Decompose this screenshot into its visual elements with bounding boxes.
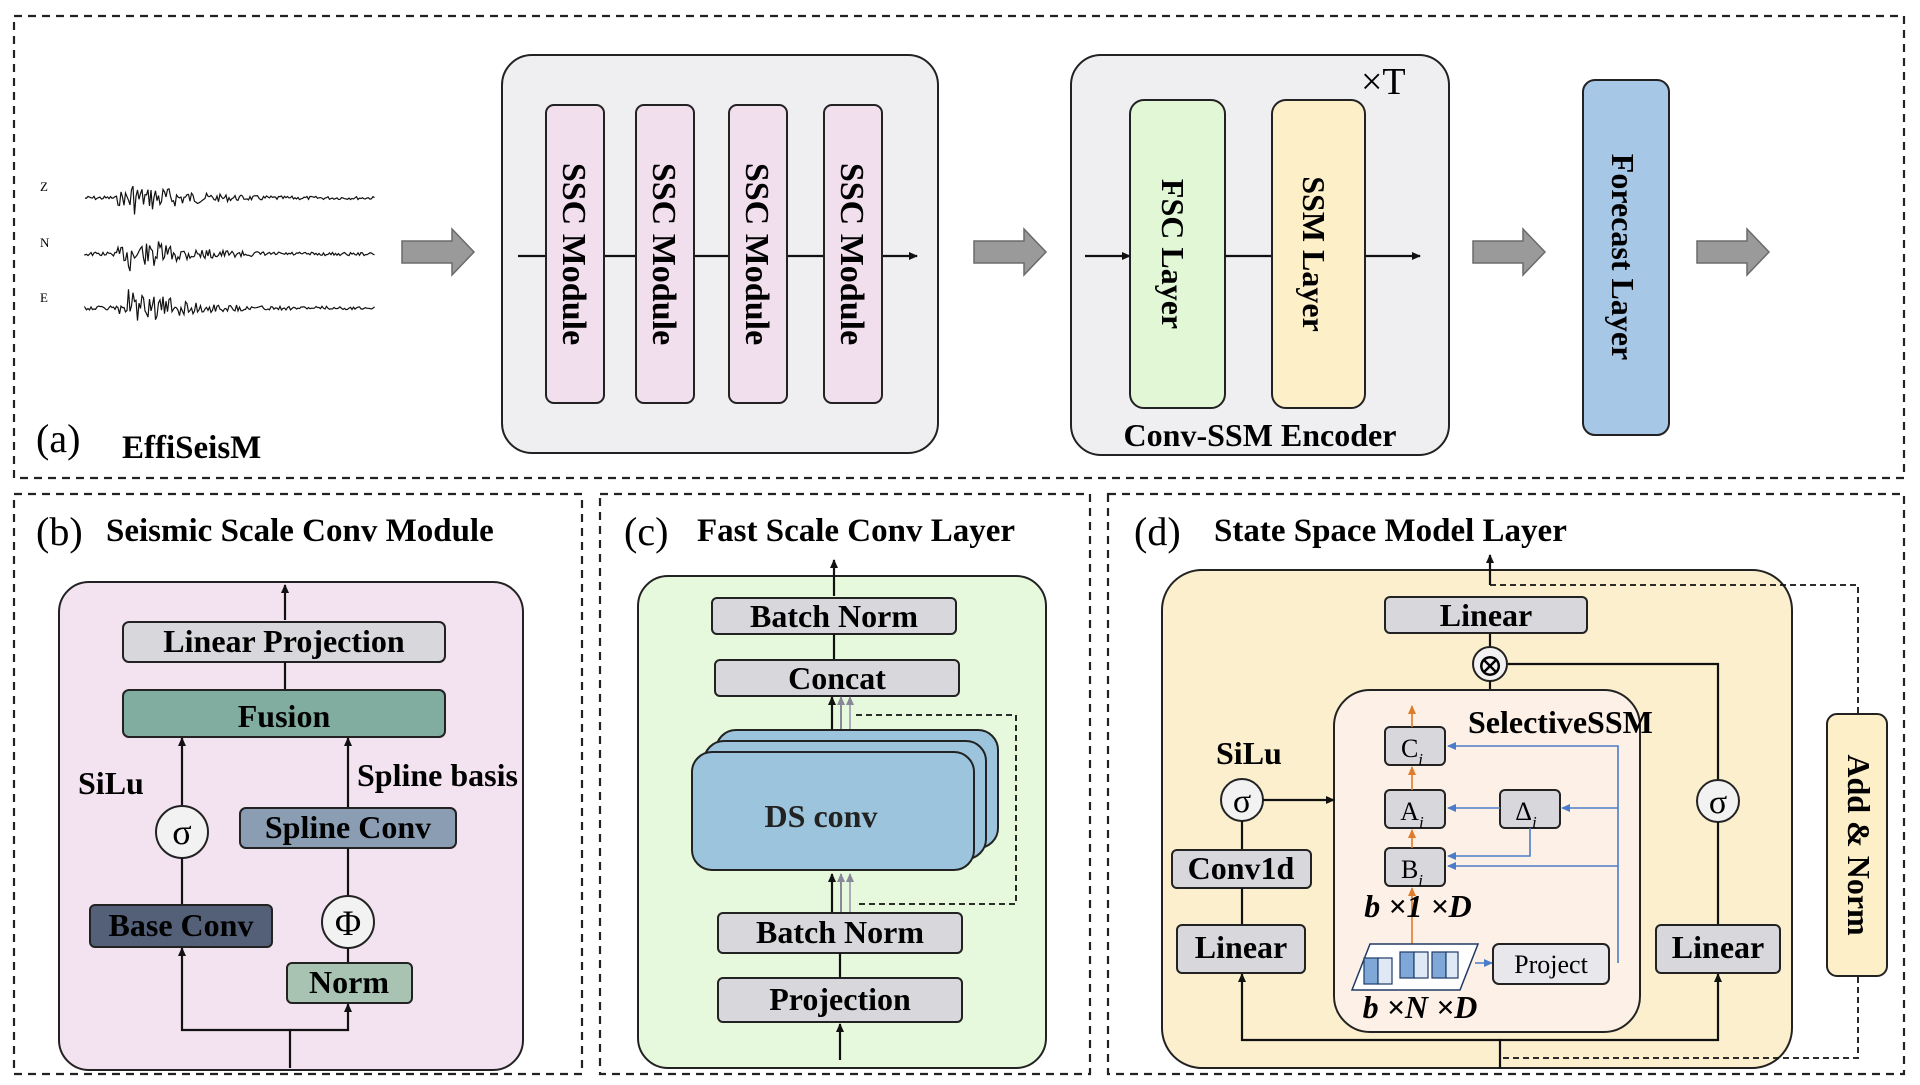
ssc-module-label-3: SSC Module: [738, 163, 775, 345]
ssc-module-label-1: SSC Module: [555, 163, 592, 345]
b-i-label: Bi: [1401, 855, 1423, 890]
linear-right-label: Linear: [1672, 929, 1764, 965]
c-i-label: Ci: [1401, 734, 1423, 769]
input-to-linear-left: [1238, 973, 1502, 1068]
gate-to-mult: [1508, 662, 1720, 780]
linear-left-label: Linear: [1195, 929, 1287, 965]
fusion-box: [122, 689, 446, 738]
skip-connection: [856, 714, 1017, 905]
fusion-label: Fusion: [238, 698, 331, 734]
panel-b-letter: (b): [36, 509, 83, 554]
project-box: [1492, 943, 1610, 985]
ssc-module-label-2: SSC Module: [645, 163, 682, 345]
linear-projection-label: Linear Projection: [163, 623, 405, 659]
panel-b-border: [12, 492, 584, 1076]
add-norm-box: [1826, 713, 1888, 977]
linear-top-box: [1384, 596, 1588, 634]
panel-d: (d) State Space Model Layer Linear ⊗ Sel…: [1106, 492, 1906, 1076]
repeat-label: ×T: [1361, 61, 1406, 103]
spline-basis-label: Spline basis: [357, 757, 518, 793]
ssm-layer-label: SSM Layer: [1296, 176, 1332, 332]
panel-d-border: [1106, 492, 1906, 1076]
a-i-label: Ai: [1400, 797, 1424, 832]
seismogram: Z N E: [40, 179, 375, 321]
ssc-module-label-4: SSC Module: [833, 163, 870, 345]
flow-arrow-3: [1472, 227, 1547, 277]
panel-a-letter: (a): [36, 416, 80, 461]
delta-i-label: Δi: [1515, 797, 1537, 832]
channel-z-label: Z: [40, 179, 48, 194]
base-conv-label: Base Conv: [109, 907, 254, 943]
flow-arrow-2: [973, 227, 1048, 277]
add-norm-label: Add & Norm: [1841, 754, 1877, 936]
ssc-module-box-4: [823, 104, 883, 404]
ssc-module-box-1: [545, 104, 605, 404]
panel-a-border: [12, 14, 1906, 480]
forecast-layer-box: [1582, 79, 1670, 436]
input-to-baseconv: [178, 947, 292, 1068]
ssc-modules: SSC Module SSC Module SSC Module SSC Module: [545, 104, 883, 404]
channel-n-label: N: [40, 235, 50, 250]
ssc-module-box-2: [635, 104, 695, 404]
sigma-symbol-right: σ: [1709, 784, 1727, 821]
forecast-layer-label: Forecast Layer: [1605, 154, 1641, 360]
a-i-box: [1384, 789, 1446, 829]
panel-c: (c) Fast Scale Conv Layer Batch Norm Con…: [598, 492, 1092, 1076]
panel-b-title: Seismic Scale Conv Module: [106, 513, 494, 549]
selective-ssm-label: SelectiveSSM: [1468, 704, 1653, 740]
conv1d-label: Conv1d: [1188, 850, 1295, 886]
flow-arrows: [401, 227, 1771, 277]
ssc-module-box-3: [728, 104, 788, 404]
dim-n-label: b ×N ×D: [1363, 989, 1478, 1025]
panel-c-title: Fast Scale Conv Layer: [697, 513, 1015, 549]
ssm-layer-box: [1271, 99, 1366, 409]
multiply-symbol: ⊗: [1477, 647, 1504, 683]
spline-conv-label: Spline Conv: [265, 809, 431, 845]
panel-a-title: EffiSeisM: [122, 430, 261, 466]
batch-norm-bottom-label: Batch Norm: [756, 914, 924, 950]
silu-label: SiLu: [78, 765, 144, 801]
proj-to-c: [1447, 742, 1619, 963]
waveform-e: [84, 289, 375, 321]
input-to-linear-right: [1500, 973, 1722, 1042]
delta-to-b: [1447, 828, 1531, 860]
ds-conv-label: DS conv: [765, 798, 878, 834]
encoder-label: Conv-SSM Encoder: [1124, 417, 1397, 453]
sigma-symbol: σ: [172, 812, 191, 852]
b-i-box: [1384, 847, 1446, 887]
fsc-layer-label: FSC Layer: [1155, 179, 1191, 329]
ds-conv-box: [691, 751, 975, 871]
tensor-icon: [1350, 943, 1480, 991]
waveform-z: [84, 185, 375, 215]
flow-arrow-4: [1696, 227, 1771, 277]
batch-norm-top-label: Batch Norm: [750, 598, 918, 634]
input-to-norm: [290, 1003, 352, 1032]
panel-d-letter: (d): [1134, 509, 1181, 554]
concat-label: Concat: [788, 660, 886, 696]
flow-arrow-1: [401, 227, 476, 277]
fsc-layer-box: [1129, 99, 1226, 409]
channel-e-label: E: [40, 290, 48, 305]
projection-box: [717, 977, 963, 1023]
panel-c-border: [598, 492, 1092, 1076]
waveform-n: [84, 241, 375, 272]
silu-label-d: SiLu: [1216, 735, 1282, 771]
projection-label: Projection: [769, 981, 911, 1017]
panel-b: (b) Seismic Scale Conv Module Linear Pro…: [12, 492, 584, 1076]
linear-top-label: Linear: [1440, 597, 1532, 633]
project-label: Project: [1514, 950, 1588, 979]
sigma-symbol-left: σ: [1233, 783, 1251, 820]
panel-d-title: State Space Model Layer: [1214, 513, 1567, 549]
norm-label: Norm: [309, 964, 389, 1000]
dim-1-label: b ×1 ×D: [1364, 888, 1472, 924]
c-i-box: [1384, 726, 1446, 766]
phi-symbol: Φ: [335, 903, 361, 943]
panel-c-letter: (c): [624, 509, 668, 554]
